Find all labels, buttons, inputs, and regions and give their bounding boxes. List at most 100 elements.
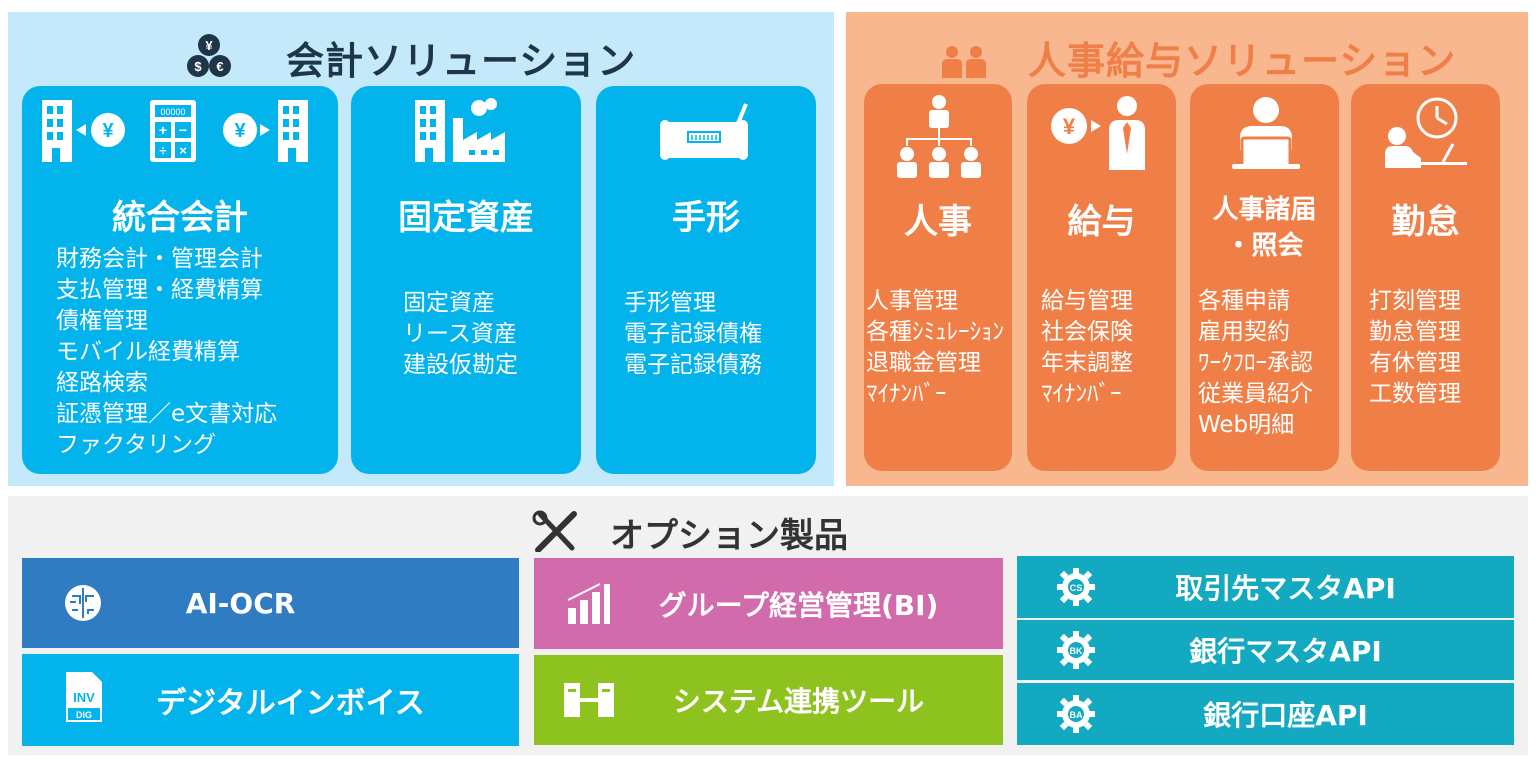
card-integrated-accounting[interactable]: ¥ 00000 + − ÷ × ¥ 統合会計 財務会計・管理会計 支払管理・経費… bbox=[22, 86, 338, 474]
list-item: 人事管理 bbox=[866, 288, 958, 314]
list-item: 財務会計・管理会計 bbox=[56, 246, 263, 272]
product-label: 銀行マスタAPI bbox=[1189, 635, 1382, 668]
gear-icon: CS bbox=[1057, 568, 1095, 606]
card-fixed-assets[interactable]: 固定資産 固定資産 リース資産 建設仮勘定 bbox=[351, 86, 581, 474]
list-item: リース資産 bbox=[403, 321, 517, 347]
product-group-bi[interactable]: グループ経営管理(BI) bbox=[534, 558, 1003, 649]
tools-icon bbox=[532, 510, 577, 552]
invoice-document-icon: INV DIG bbox=[66, 672, 102, 722]
laptop-user-icon bbox=[1232, 97, 1300, 169]
svg-text:+: + bbox=[159, 122, 167, 138]
list-item: 建設仮勘定 bbox=[403, 352, 518, 378]
product-label: デジタルインボイス bbox=[156, 686, 425, 721]
list-item: 工数管理 bbox=[1369, 381, 1461, 407]
svg-text:BA: BA bbox=[1070, 710, 1083, 720]
list-item: 支払管理・経費精算 bbox=[56, 277, 263, 303]
card-title: 手形 bbox=[672, 198, 740, 238]
note-document-icon bbox=[660, 103, 748, 160]
list-item: 経路検索 bbox=[56, 370, 148, 396]
svg-text:00000: 00000 bbox=[160, 107, 185, 117]
list-item: ﾏｲﾅﾝﾊﾞｰ bbox=[866, 381, 947, 407]
card-title: 統合会計 bbox=[112, 198, 248, 238]
svg-text:−: − bbox=[179, 122, 187, 138]
list-item: 退職金管理 bbox=[866, 350, 981, 376]
card-hr-requests[interactable]: 人事諸届 ・照会 各種申請 雇用契約 ﾜｰｸﾌﾛｰ承認 従業員紹介 Web明細 bbox=[1190, 84, 1339, 471]
product-bank-account-api[interactable]: BA 銀行口座API bbox=[1017, 683, 1514, 745]
svg-text:×: × bbox=[179, 143, 187, 158]
card-promissory-notes[interactable]: 手形 手形管理 電子記録債権 電子記録債務 bbox=[596, 86, 816, 474]
card-item-list: 人事管理 各種ｼﾐｭﾚｰｼｮﾝ 退職金管理 ﾏｲﾅﾝﾊﾞｰ bbox=[866, 286, 1004, 410]
salary-person-icon: ¥ bbox=[1051, 96, 1145, 170]
svg-text:$: $ bbox=[194, 59, 202, 74]
system-connect-icon bbox=[564, 683, 614, 717]
product-ai-ocr[interactable]: AI-OCR bbox=[22, 558, 519, 648]
list-item: 打刻管理 bbox=[1369, 288, 1461, 314]
accounting-flow-icon: ¥ 00000 + − ÷ × ¥ bbox=[42, 100, 308, 162]
hr-section-title: 人事給与ソリューション bbox=[1028, 39, 1457, 83]
options-section-title: オプション製品 bbox=[610, 516, 848, 556]
svg-text:CS: CS bbox=[1070, 583, 1083, 593]
card-title: 給与 bbox=[1067, 202, 1136, 242]
card-item-list: 打刻管理 勤怠管理 有休管理 工数管理 bbox=[1369, 286, 1461, 410]
list-item: ファクタリング bbox=[56, 432, 217, 458]
card-title: 人事 bbox=[904, 202, 972, 242]
list-item: 債権管理 bbox=[56, 308, 148, 334]
card-item-list: 給与管理 社会保険 年末調整 ﾏｲﾅﾝﾊﾞｰ bbox=[1041, 286, 1133, 410]
svg-text:BK: BK bbox=[1070, 646, 1083, 656]
svg-text:¥: ¥ bbox=[102, 120, 114, 142]
card-attendance[interactable]: 勤怠 打刻管理 勤怠管理 有休管理 工数管理 bbox=[1351, 84, 1500, 471]
svg-text:DIG: DIG bbox=[76, 710, 92, 720]
list-item: 固定資産 bbox=[403, 290, 495, 316]
clock-desk-icon bbox=[1385, 97, 1467, 168]
accounting-section-title: 会計ソリューション bbox=[286, 39, 637, 83]
list-item: ﾜｰｸﾌﾛｰ承認 bbox=[1198, 350, 1313, 376]
list-item: ﾏｲﾅﾝﾊﾞｰ bbox=[1041, 381, 1122, 407]
list-item: 電子記録債務 bbox=[624, 352, 762, 378]
svg-text:¥: ¥ bbox=[205, 38, 213, 53]
svg-text:¥: ¥ bbox=[1063, 114, 1076, 139]
list-item: 従業員紹介 bbox=[1198, 381, 1313, 407]
svg-text:INV: INV bbox=[73, 690, 95, 705]
org-chart-icon bbox=[897, 95, 981, 178]
card-item-list: 財務会計・管理会計 支払管理・経費精算 債権管理 モバイル経費精算 経路検索 証… bbox=[56, 244, 277, 461]
list-item: 各種ｼﾐｭﾚｰｼｮﾝ bbox=[866, 319, 1004, 345]
card-personnel[interactable]: 人事 人事管理 各種ｼﾐｭﾚｰｼｮﾝ 退職金管理 ﾏｲﾅﾝﾊﾞｰ bbox=[864, 84, 1012, 471]
card-title: 固定資産 bbox=[398, 198, 534, 238]
gear-icon: BA bbox=[1057, 695, 1095, 733]
bar-chart-icon bbox=[567, 583, 610, 624]
list-item: 手形管理 bbox=[624, 290, 716, 316]
svg-text:÷: ÷ bbox=[159, 143, 166, 158]
list-item: 勤怠管理 bbox=[1369, 319, 1461, 345]
svg-text:€: € bbox=[216, 59, 223, 74]
list-item: 年末調整 bbox=[1041, 350, 1133, 376]
card-item-list: 手形管理 電子記録債権 電子記録債務 bbox=[624, 288, 762, 381]
product-label: グループ経営管理(BI) bbox=[658, 588, 939, 622]
list-item: 証憑管理／e文書対応 bbox=[56, 401, 278, 427]
card-item-list: 各種申請 雇用契約 ﾜｰｸﾌﾛｰ承認 従業員紹介 Web明細 bbox=[1198, 286, 1313, 441]
list-item: 雇用契約 bbox=[1198, 319, 1290, 345]
product-client-master-api[interactable]: CS 取引先マスタAPI bbox=[1017, 556, 1514, 618]
product-bank-master-api[interactable]: BK 銀行マスタAPI bbox=[1017, 620, 1514, 680]
list-item: 各種申請 bbox=[1198, 288, 1290, 314]
product-label: 取引先マスタAPI bbox=[1175, 572, 1396, 605]
list-item: 有休管理 bbox=[1369, 350, 1461, 376]
gear-icon: BK bbox=[1057, 631, 1095, 669]
building-factory-icon bbox=[415, 98, 505, 162]
coins-icon: ¥ $ € bbox=[187, 34, 231, 77]
product-system-link[interactable]: システム連携ツール bbox=[534, 655, 1003, 745]
list-item: モバイル経費精算 bbox=[56, 339, 240, 365]
product-label: システム連携ツール bbox=[672, 685, 925, 718]
card-title: 勤怠 bbox=[1391, 202, 1460, 242]
card-payroll[interactable]: ¥ 給与 給与管理 社会保険 年末調整 ﾏｲﾅﾝﾊﾞｰ bbox=[1027, 84, 1176, 471]
product-label: AI-OCR bbox=[185, 586, 296, 620]
svg-text:¥: ¥ bbox=[234, 120, 246, 142]
list-item: 電子記録債権 bbox=[624, 321, 762, 347]
list-item: 社会保険 bbox=[1041, 319, 1133, 345]
product-digital-invoice[interactable]: INV DIG デジタルインボイス bbox=[22, 654, 519, 746]
list-item: 給与管理 bbox=[1041, 288, 1133, 314]
product-label: 銀行口座API bbox=[1203, 699, 1368, 732]
ai-brain-icon bbox=[65, 585, 101, 621]
list-item: Web明細 bbox=[1198, 412, 1295, 438]
people-icon bbox=[942, 46, 986, 78]
card-item-list: 固定資産 リース資産 建設仮勘定 bbox=[403, 288, 518, 381]
